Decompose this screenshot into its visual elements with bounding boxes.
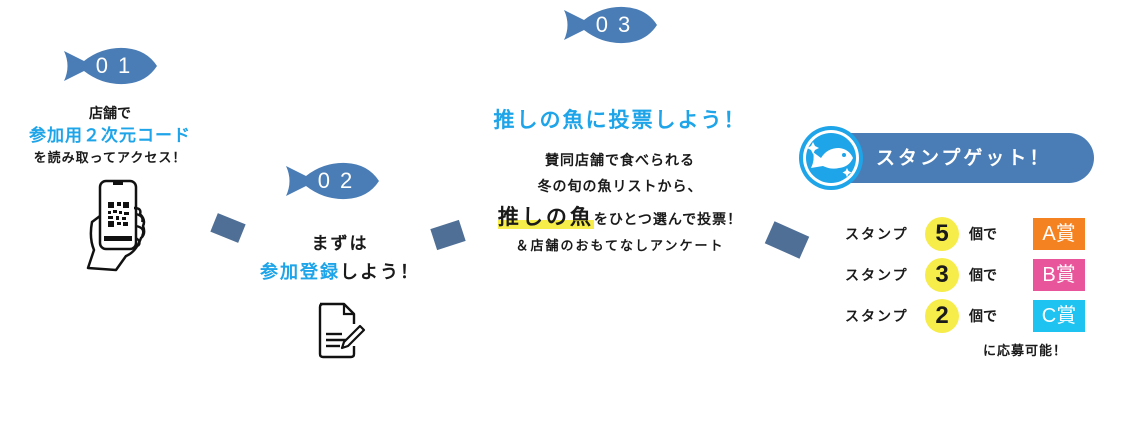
stamp-label: スタンプ: [845, 309, 909, 325]
prize-badge-a: A賞: [1033, 218, 1085, 250]
fish-sparkle-icon: [797, 124, 865, 192]
step-03-fish-badge: 03: [562, 6, 658, 44]
step-03-body: 賛同店舗で食べられる 冬の旬の魚リストから、 推しの魚をひとつ選んで投票！ ＆店…: [460, 148, 780, 257]
step-03-line3: 推しの魚をひとつ選んで投票！: [460, 200, 780, 237]
step-02-rest: しよう！: [340, 262, 420, 283]
fish-icon: [564, 6, 657, 44]
fish-icon: [64, 47, 157, 85]
step-number: 01: [95, 53, 141, 78]
phone-qr-icon: [86, 178, 156, 272]
prize-badge-b: B賞: [1033, 259, 1085, 291]
stamp-banner: スタンプゲット！: [830, 133, 1094, 183]
stamp-count: 3: [925, 258, 959, 292]
step-01-line3: を読み取ってアクセス！: [33, 151, 187, 166]
step-01-text: 店舗で 参加用２次元コード を読み取ってアクセス！: [10, 104, 210, 170]
step-number: 02: [317, 168, 363, 193]
step-01-line2: 参加用２次元コード: [29, 126, 191, 146]
stamp-unit: 個で: [969, 268, 997, 284]
step-03-highlight: 推しの魚: [497, 205, 594, 229]
step-03-line3-rest: をひとつ選んで投票！: [593, 212, 743, 228]
step-03-line4: ＆店舗のおもてなしアンケート: [515, 239, 725, 254]
step-02-line1: まずは: [311, 234, 369, 254]
step-02-line2: 参加登録しよう！: [240, 258, 440, 288]
stamp-label: スタンプ: [845, 227, 909, 243]
step-number: 03: [595, 12, 641, 37]
stamp-unit: 個で: [969, 227, 997, 243]
step-01-line1: 店舗で: [89, 106, 131, 122]
step-03-line1: 賛同店舗で食べられる: [545, 153, 695, 169]
stamp-unit: 個で: [969, 309, 997, 325]
step-01-fish-badge: 01: [62, 47, 158, 85]
stamp-label: スタンプ: [845, 268, 909, 284]
step-02-text: まずは 参加登録しよう！: [240, 230, 440, 288]
stamp-count: 2: [925, 299, 959, 333]
stamp-banner-label: スタンプゲット！: [876, 147, 1052, 169]
step-02-fish-badge: 02: [284, 162, 380, 200]
prize-row-b: スタンプ 3 個で B賞: [845, 258, 1085, 292]
fish-icon: [286, 162, 379, 200]
prize-row-a: スタンプ 5 個で A賞: [845, 217, 1085, 251]
prize-row-c: スタンプ 2 個で C賞: [845, 299, 1085, 333]
stamp-count: 5: [925, 217, 959, 251]
step-03-line2: 冬の旬の魚リストから、: [537, 179, 703, 195]
step-02-highlight: 参加登録: [260, 262, 340, 283]
prize-badge-c: C賞: [1033, 300, 1085, 332]
stamp-footer: に応募可能！: [982, 344, 1067, 359]
step-03-heading: 推しの魚に投票しよう！: [493, 108, 747, 132]
document-pen-icon: [314, 300, 368, 360]
